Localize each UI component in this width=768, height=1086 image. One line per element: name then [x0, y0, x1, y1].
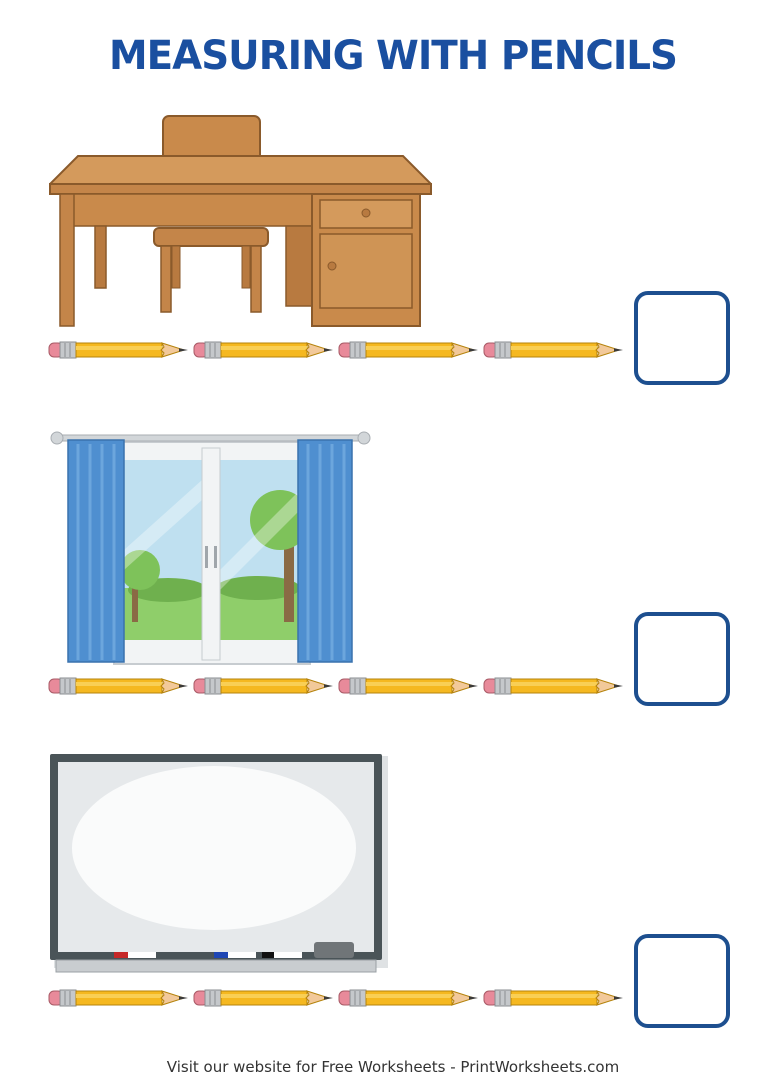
pencil-icon [193, 987, 336, 1009]
desk-illustration [48, 114, 434, 330]
pencil-icon [193, 339, 336, 361]
pencil-row-whiteboard [48, 987, 623, 1009]
pencil-row-desk [48, 339, 623, 361]
pencil-icon [338, 675, 481, 697]
pencil-icon [48, 339, 191, 361]
pencil-row-window [48, 675, 623, 697]
pencil-icon [483, 987, 626, 1009]
answer-box-desk[interactable] [634, 291, 730, 385]
answer-box-window[interactable] [634, 612, 730, 706]
pencil-icon [48, 675, 191, 697]
footer-text: Visit our website for Free Worksheets - … [166, 1058, 620, 1076]
pencil-icon [338, 339, 481, 361]
answer-box-whiteboard[interactable] [634, 934, 730, 1028]
pencil-icon [338, 987, 481, 1009]
whiteboard-illustration [48, 752, 388, 974]
pencil-icon [483, 339, 626, 361]
window-illustration [48, 430, 374, 666]
pencil-icon [193, 675, 336, 697]
pencil-icon [483, 675, 626, 697]
page-title: MEASURING WITH PENCILS [108, 33, 678, 79]
pencil-icon [48, 987, 191, 1009]
